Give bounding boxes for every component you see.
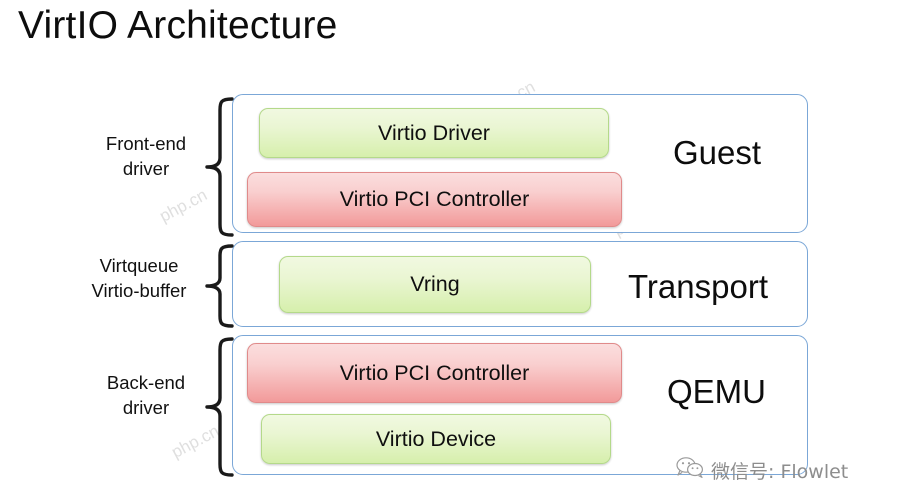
curly-brace-icon	[205, 97, 234, 237]
component-virtio-device[interactable]: Virtio Device	[261, 414, 611, 464]
brace-label-line1: Back-end	[106, 372, 186, 393]
background-watermark: php.cn	[156, 185, 211, 226]
component-guest-virtio-pci-controller[interactable]: Virtio PCI Controller	[247, 172, 622, 227]
brace-label-line2: Virtio-buffer	[91, 280, 187, 301]
brace-label-line1: Front-end	[105, 133, 187, 154]
layer-name-guest: Guest	[673, 134, 762, 171]
brace-label-front-end: Front-end driver	[78, 131, 214, 181]
brace-label-virtqueue: Virtqueue Virtio-buffer	[64, 253, 214, 303]
component-virtio-driver[interactable]: Virtio Driver	[259, 108, 609, 158]
curly-brace-icon	[205, 337, 234, 477]
layer-name-qemu: QEMU	[667, 373, 766, 410]
curly-brace-icon	[205, 244, 234, 328]
component-label: Vring	[410, 272, 460, 296]
brace-label-line2: driver	[122, 397, 170, 418]
brace-label-line1: Virtqueue	[99, 255, 179, 276]
page-title: VirtIO Architecture	[18, 4, 338, 47]
component-label: Virtio PCI Controller	[339, 187, 530, 211]
layer-name-transport: Transport	[628, 268, 768, 305]
component-qemu-virtio-pci-controller[interactable]: Virtio PCI Controller	[247, 343, 622, 403]
component-vring[interactable]: Vring	[279, 256, 591, 313]
component-label: Virtio Device	[375, 426, 497, 451]
brace-label-back-end: Back-end driver	[78, 370, 214, 420]
component-label: Virtio Driver	[378, 120, 490, 145]
component-label: Virtio PCI Controller	[339, 360, 530, 385]
wechat-watermark: 微信号: Flowlet	[676, 456, 848, 484]
wechat-id-text: 微信号: Flowlet	[711, 460, 849, 483]
wechat-icon	[676, 456, 704, 484]
brace-label-line2: driver	[122, 158, 170, 179]
